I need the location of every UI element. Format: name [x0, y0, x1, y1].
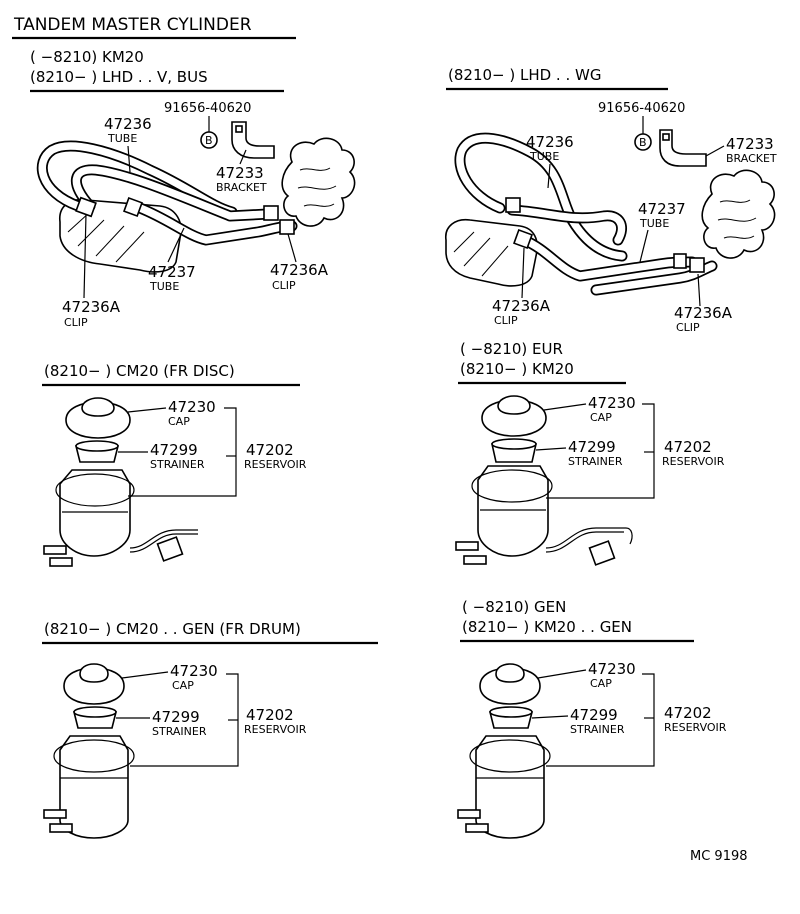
s3-reservoir-number: 47202: [246, 441, 294, 459]
s2-tube-assembly: B: [445, 129, 776, 296]
s5-reservoir-number: 47202: [246, 706, 294, 724]
s5-strainer-number: 47299: [152, 708, 200, 726]
s1-clip-left-name: CLIP: [64, 316, 88, 329]
s3-cap-name: CAP: [168, 415, 190, 428]
s6-cap-number: 47230: [588, 660, 636, 678]
s2-clip-left-name: CLIP: [494, 314, 518, 327]
s4-strainer-number: 47299: [568, 438, 616, 456]
s2-clip-right-number: 47236A: [674, 304, 733, 322]
s1-clip-right-name: CLIP: [272, 279, 296, 292]
s6-strainer-number: 47299: [570, 706, 618, 724]
s2-bolt-number: 91656-40620: [598, 101, 685, 116]
s2-tube-47236-number: 47236: [526, 133, 574, 151]
s6-heading-line1: ( −8210) GEN: [462, 598, 566, 616]
s4-heading-line2: (8210− ) KM20: [460, 360, 574, 378]
s2-master-cylinder: [445, 218, 538, 287]
s2-bracket-name: BRACKET: [726, 152, 777, 165]
diagram-code: MC 9198: [690, 849, 748, 864]
s6-reservoir-name: RESERVOIR: [664, 721, 727, 734]
s1-tube-assembly: B: [36, 121, 356, 273]
s3-cap-number: 47230: [168, 398, 216, 416]
s3-reservoir-name: RESERVOIR: [244, 458, 307, 471]
s2-booster: [701, 169, 776, 259]
s2-bolt-letter: B: [639, 136, 647, 149]
s5-reservoir: [59, 735, 129, 839]
s2-clip-left-number: 47236A: [492, 297, 551, 315]
s6-strainer-name: STRAINER: [570, 723, 625, 736]
s2-tube-47236-name: TUBE: [529, 150, 559, 163]
s1-clip-right-number: 47236A: [270, 261, 329, 279]
s2-bracket-number: 47233: [726, 135, 774, 153]
s4-heading-line1: ( −8210) EUR: [460, 340, 563, 358]
s5-reservoir-name: RESERVOIR: [244, 723, 307, 736]
s1-bracket-number: 47233: [216, 164, 264, 182]
s4-strainer-name: STRAINER: [568, 455, 623, 468]
s4-reservoir-assembly: [455, 395, 633, 566]
s3-heading-line1: (8210− ) CM20 (FR DISC): [44, 362, 235, 380]
s3-strainer-name: STRAINER: [150, 458, 205, 471]
s6-reservoir-number: 47202: [664, 704, 712, 722]
s3-strainer-number: 47299: [150, 441, 198, 459]
s3-reservoir: [59, 469, 131, 557]
diagram-title: TANDEM MASTER CYLINDER: [13, 15, 252, 35]
s5-cap-number: 47230: [170, 662, 218, 680]
s4-connector: [588, 540, 616, 566]
s5-strainer-name: STRAINER: [152, 725, 207, 738]
s2-clip-right: [689, 257, 705, 273]
s2-clip-right-name: CLIP: [676, 321, 700, 334]
s5-heading-line1: (8210− ) CM20 . . GEN (FR DRUM): [44, 620, 301, 638]
s6-reservoir-assembly: [457, 663, 551, 839]
s5-cap-name: CAP: [172, 679, 194, 692]
s4-cap-name: CAP: [590, 411, 612, 424]
s4-reservoir-number: 47202: [664, 438, 712, 456]
s3-connector: [156, 536, 184, 562]
s6-cap-name: CAP: [590, 677, 612, 690]
s1-tube-47236-name: TUBE: [107, 132, 137, 145]
s1-clip-left-number: 47236A: [62, 298, 121, 316]
s1-bolt-number: 91656-40620: [164, 101, 251, 116]
s2-tube-47237-name: TUBE: [639, 217, 669, 230]
s6-heading-line2: (8210− ) KM20 . . GEN: [462, 618, 632, 636]
s4-cap-number: 47230: [588, 394, 636, 412]
s4-reservoir-name: RESERVOIR: [662, 455, 725, 468]
s2-heading-line1: (8210− ) LHD . . WG: [448, 66, 601, 84]
s1-bolt-letter: B: [205, 134, 213, 147]
s2-tube-47237-number: 47237: [638, 200, 686, 218]
s1-tube-47237-number: 47237: [148, 263, 196, 281]
s1-tube-47237-name: TUBE: [149, 280, 179, 293]
s1-clip-right: [263, 205, 279, 221]
s1-tube-47236-number: 47236: [104, 115, 152, 133]
s2-clip-left: [513, 229, 533, 249]
s1-heading-line1: ( −8210) KM20: [30, 48, 144, 66]
s1-heading-line2: (8210− ) LHD . . V, BUS: [30, 68, 208, 86]
s2-bracket: [659, 129, 707, 167]
s1-booster: [281, 137, 356, 227]
s1-bracket-name: BRACKET: [216, 181, 267, 194]
s1-clip-left: [75, 196, 97, 218]
s5-reservoir-assembly: [43, 663, 135, 839]
s4-reservoir: [477, 465, 549, 557]
s3-reservoir-assembly: [43, 397, 198, 567]
s6-reservoir: [475, 735, 545, 839]
